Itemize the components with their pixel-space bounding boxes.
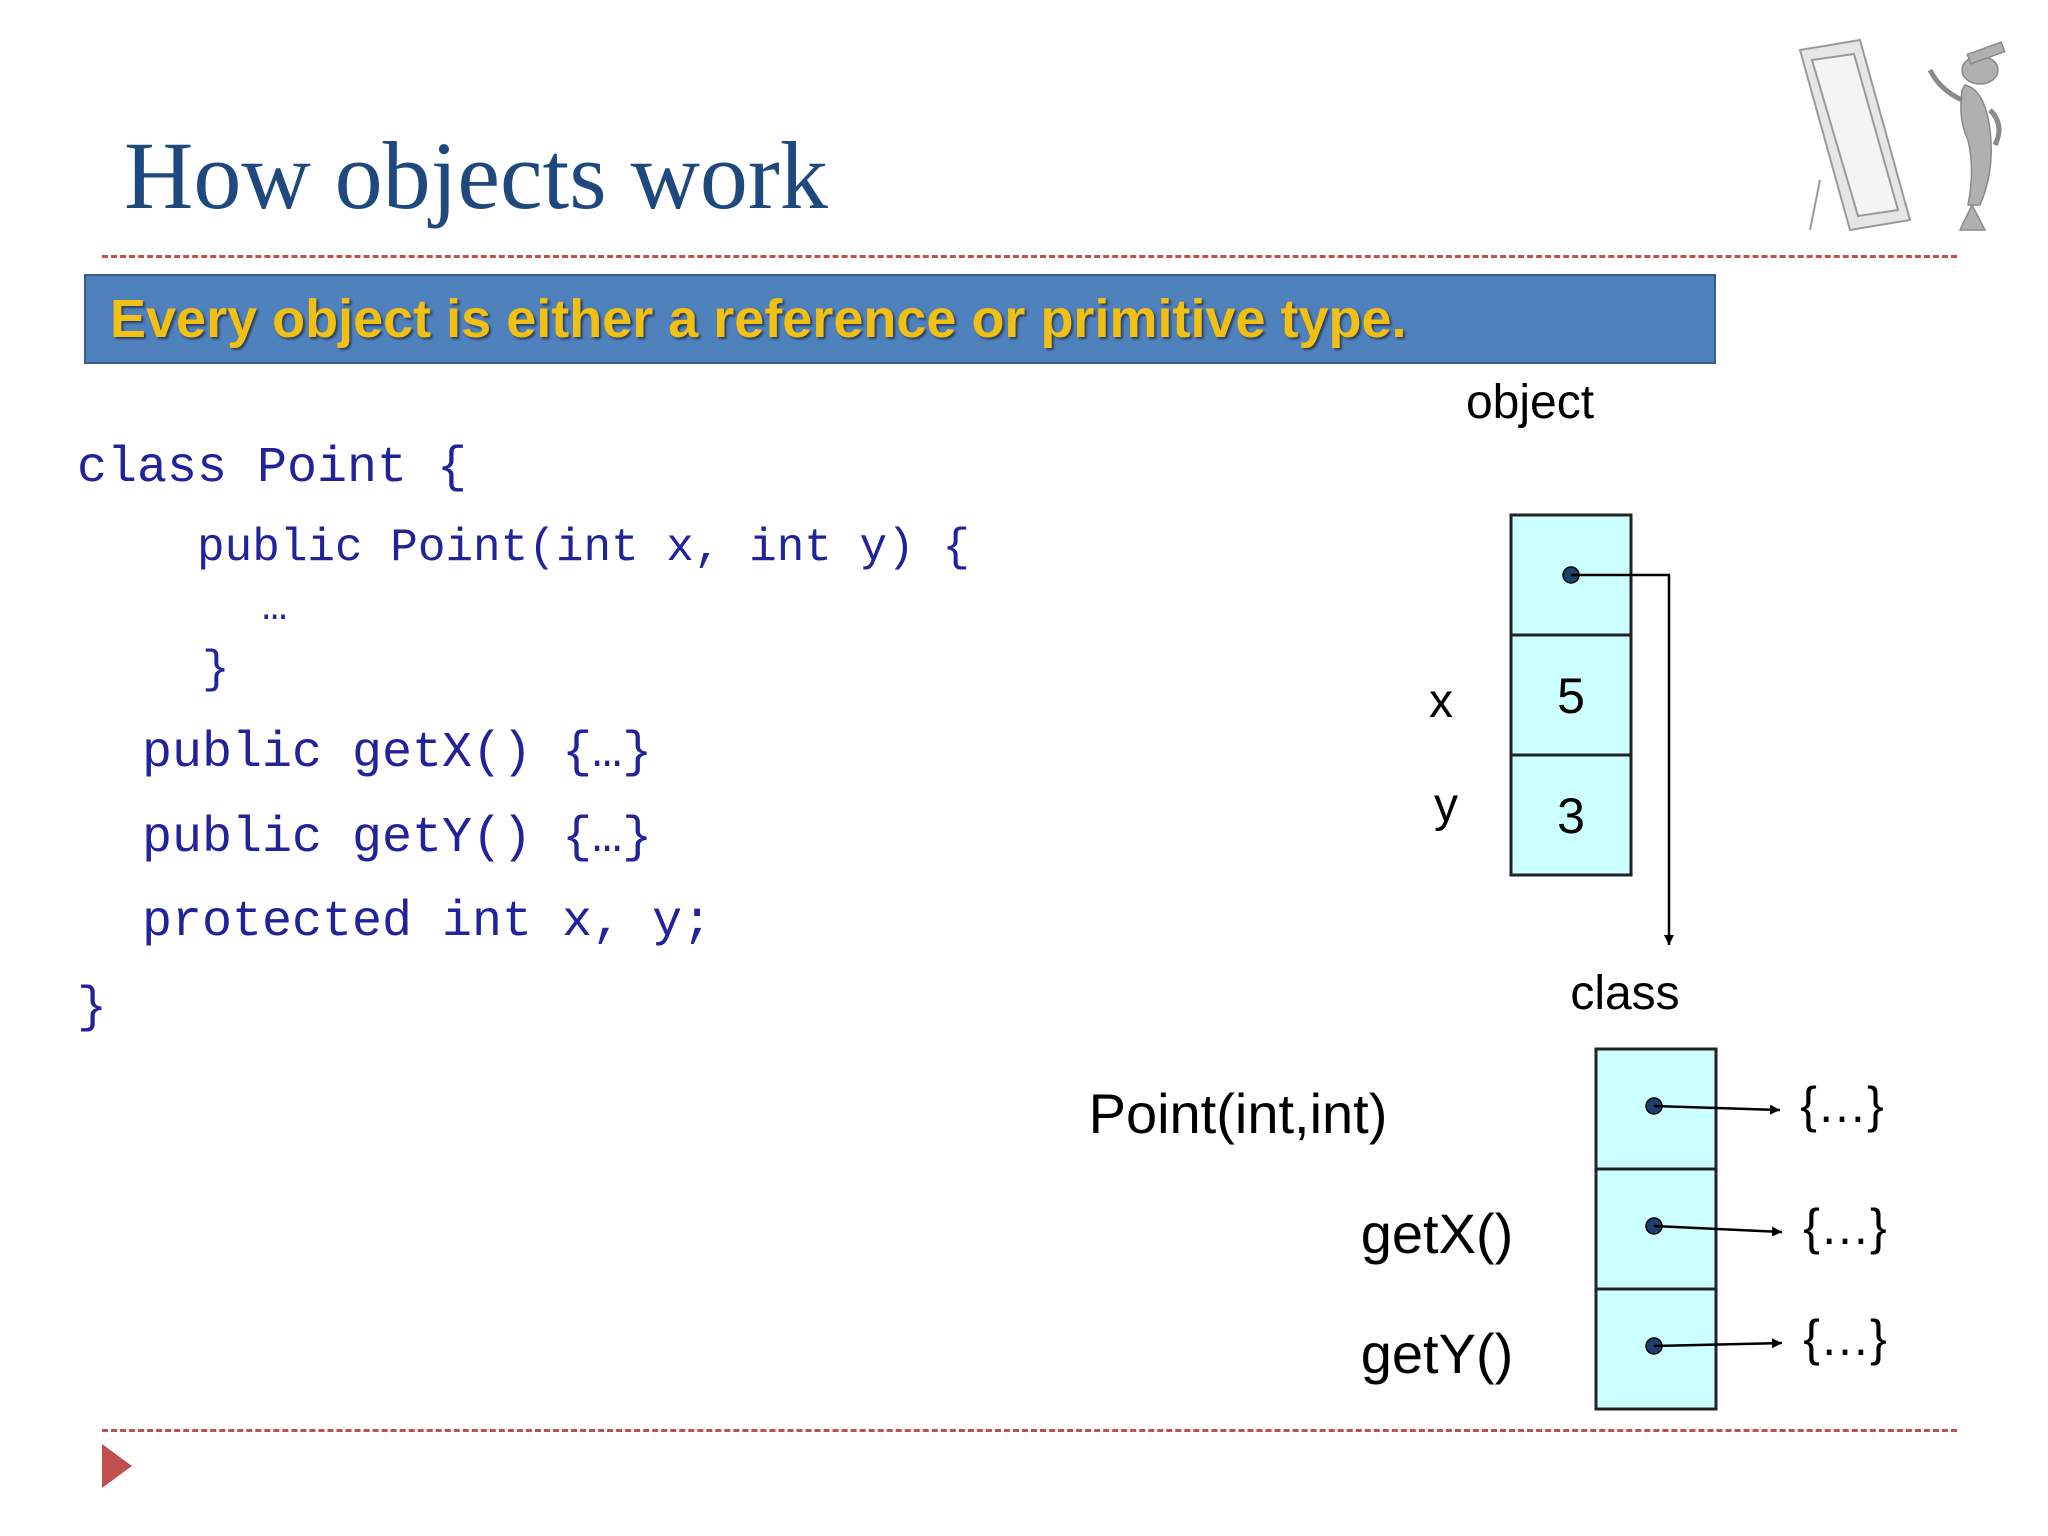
code-line: … bbox=[262, 584, 288, 632]
banner-text: Every object is either a reference or pr… bbox=[110, 289, 1407, 349]
code-line: public Point(int x, int y) { bbox=[197, 522, 970, 574]
code-line: public getX() {…} bbox=[142, 725, 653, 782]
method-body-gety: {…} bbox=[1803, 1310, 1886, 1366]
method-label-gety: getY() bbox=[1361, 1322, 1514, 1385]
object-cell-y bbox=[1509, 753, 1633, 877]
banner: Every object is either a reference or pr… bbox=[84, 274, 1716, 364]
top-divider bbox=[102, 255, 1957, 258]
class-cell-gety bbox=[1594, 1287, 1718, 1411]
method-label-getx: getX() bbox=[1361, 1202, 1514, 1265]
code-line: class Point { bbox=[77, 440, 468, 497]
mirror-figure-icon bbox=[1790, 30, 2030, 245]
field-value-y: 3 bbox=[1557, 788, 1585, 844]
bottom-divider bbox=[102, 1429, 1957, 1432]
code-line: } bbox=[77, 980, 108, 1037]
field-label-y: y bbox=[1434, 779, 1458, 832]
method-arrow bbox=[1653, 1104, 1781, 1115]
code-line: } bbox=[202, 644, 230, 696]
object-cell-x bbox=[1509, 633, 1633, 757]
field-value-x: 5 bbox=[1557, 668, 1585, 724]
code-line: protected int x, y; bbox=[142, 894, 713, 951]
method-arrow bbox=[1653, 1224, 1783, 1237]
reference-arrow bbox=[1571, 573, 1674, 945]
method-label-constructor: Point(int,int) bbox=[1089, 1082, 1388, 1145]
method-arrow bbox=[1653, 1338, 1783, 1349]
slide-title: How objects work bbox=[124, 122, 828, 229]
play-triangle-icon bbox=[102, 1444, 132, 1488]
class-label: class bbox=[1570, 967, 1679, 1020]
method-body-constructor: {…} bbox=[1800, 1077, 1883, 1133]
code-line: public getY() {…} bbox=[142, 810, 653, 867]
method-body-getx: {…} bbox=[1803, 1199, 1886, 1255]
field-label-x: x bbox=[1429, 675, 1453, 728]
object-label: object bbox=[1466, 376, 1594, 429]
